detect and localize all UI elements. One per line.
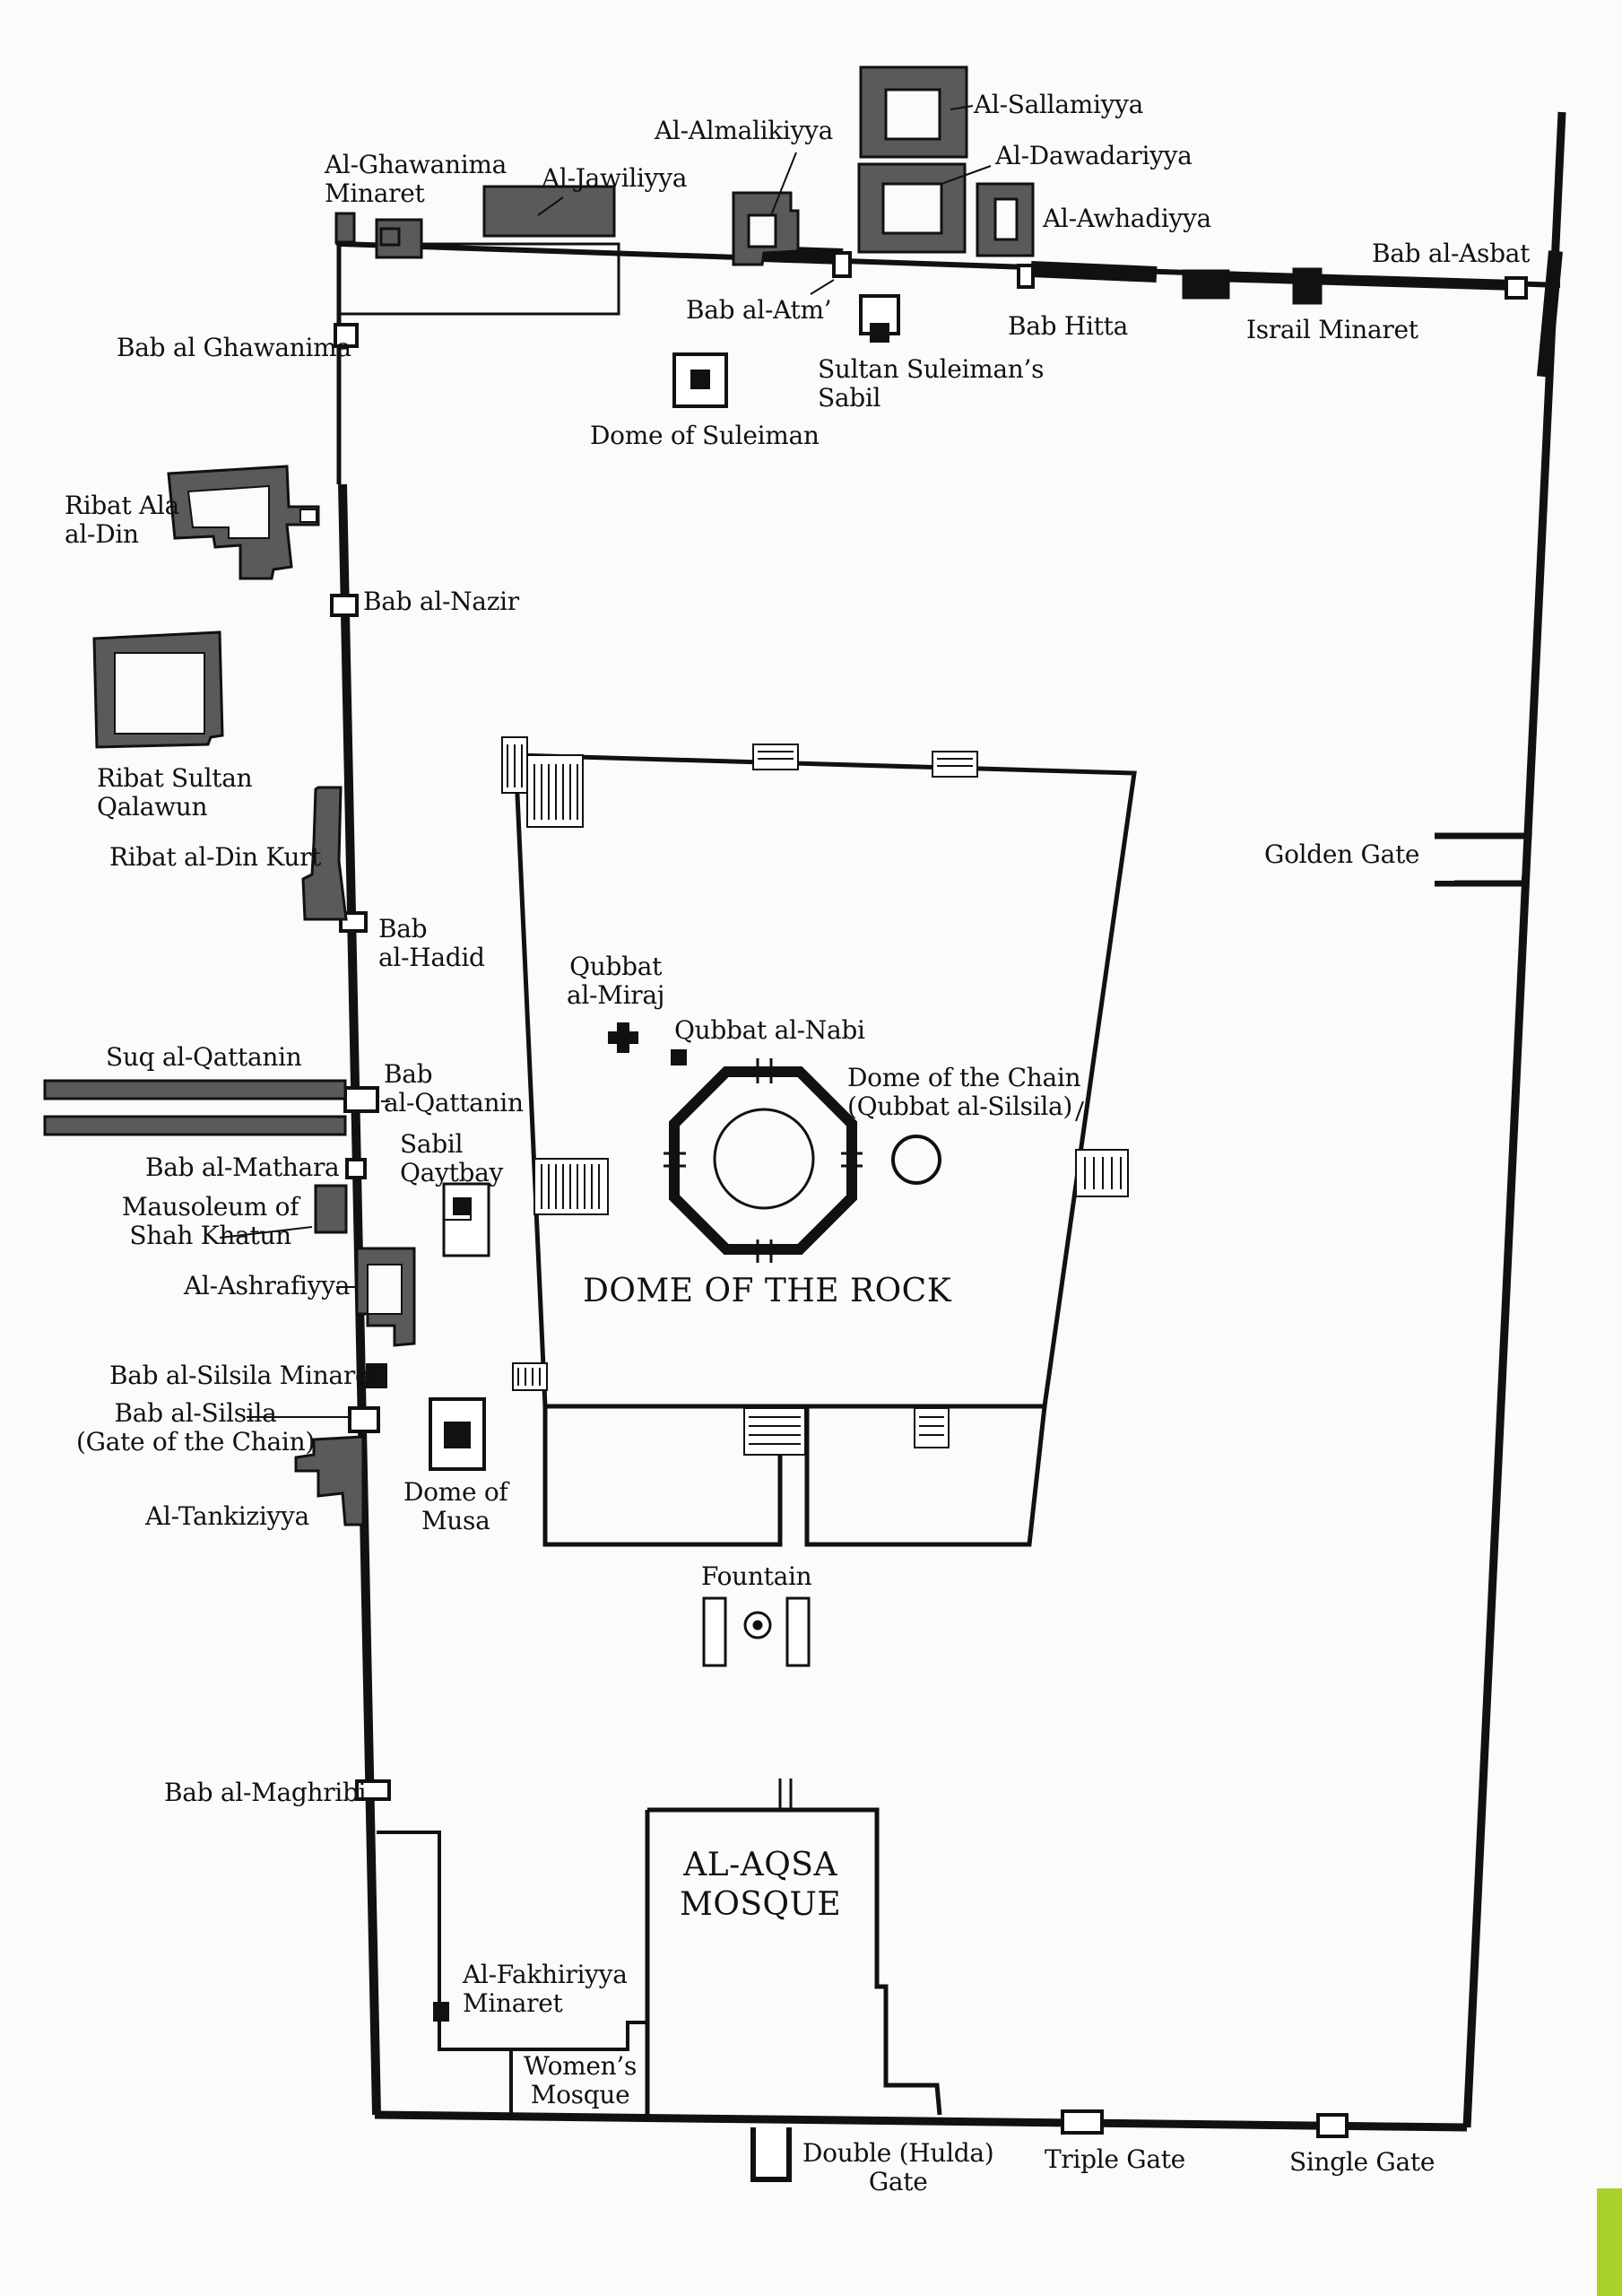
label-al-tankiziyya: Al-Tankiziyya bbox=[145, 1501, 309, 1531]
label-bab-al-mathara: Bab al-Mathara bbox=[145, 1152, 340, 1182]
east-wall-thick bbox=[1537, 250, 1563, 378]
label-dome-of-the-rock: DOME OF THE ROCK bbox=[583, 1273, 952, 1309]
building-ghawanima-minaret bbox=[334, 212, 356, 244]
label-bab-hitta: Bab Hitta bbox=[1008, 311, 1128, 341]
label-bab-al-maghribi: Bab al-Maghribi bbox=[164, 1778, 367, 1807]
bab-al-silsila-minaret-structure bbox=[366, 1363, 387, 1388]
sultan-suleimans-sabil-structure bbox=[859, 294, 900, 343]
leader-lines bbox=[219, 105, 1084, 1418]
fountain-structure bbox=[702, 1596, 811, 1667]
al-aqsa-mosque-structure bbox=[645, 1779, 942, 2116]
east-wall bbox=[1462, 111, 1566, 2128]
mausoleum-shah-khatun-structure bbox=[314, 1184, 348, 1234]
north-wall-thick bbox=[761, 246, 844, 265]
south-wall bbox=[374, 2110, 1468, 2132]
ribat-al-din-kurt-structure bbox=[301, 786, 348, 921]
double-hulda-gate bbox=[750, 2127, 792, 2182]
gate-triple bbox=[1061, 2109, 1104, 2135]
label-al-jawiliyya: Al-Jawiliyya bbox=[542, 163, 688, 193]
label-bab-al-ghawanima: Bab al Ghawanima bbox=[117, 333, 351, 362]
label-bab-al-silsila: Bab al-Silsila(Gate of the Chain) bbox=[76, 1398, 315, 1457]
gate-bab-al-maghribi bbox=[355, 1779, 391, 1801]
north-wall-thick-2 bbox=[1030, 261, 1158, 283]
al-fakhiriyya-minaret-structure bbox=[433, 2002, 449, 2022]
dome-of-musa-structure bbox=[429, 1397, 486, 1471]
label-single-gate: Single Gate bbox=[1289, 2147, 1436, 2177]
label-al-ashrafiyya: Al-Ashrafiyya bbox=[184, 1271, 351, 1300]
stair-hatching bbox=[507, 744, 1122, 1445]
nw-annex bbox=[337, 242, 620, 316]
label-qubbat-al-nabi: Qubbat al-Nabi bbox=[674, 1015, 865, 1045]
building-al-jawiliyya bbox=[482, 185, 616, 238]
label-bab-al-atm: Bab al-Atm’ bbox=[686, 295, 832, 325]
qubbat-al-nabi-structure bbox=[671, 1049, 687, 1065]
gate-bab-al-nazir bbox=[330, 594, 359, 617]
gate-single bbox=[1316, 2113, 1349, 2138]
sabil-qaytbay-structure bbox=[442, 1182, 490, 1257]
page-edge-green bbox=[1597, 2188, 1622, 2296]
qubbat-al-miraj-structure bbox=[608, 1022, 638, 1053]
womens-mosque-structure bbox=[377, 1831, 647, 2115]
gate-bab-al-atm bbox=[832, 251, 852, 278]
label-al-awhadiyya: Al-Awhadiyya bbox=[1043, 204, 1211, 233]
label-suq-al-qattanin: Suq al-Qattanin bbox=[106, 1042, 302, 1072]
label-bab-al-silsila-minaret: Bab al-Silsila Minaret bbox=[109, 1361, 380, 1390]
north-wall-thick-3 bbox=[1183, 270, 1516, 291]
label-dome-of-suleiman: Dome of Suleiman bbox=[590, 421, 820, 450]
gate-bab-al-ghawanima bbox=[334, 323, 359, 348]
gate-bab-hitta bbox=[1017, 264, 1035, 289]
gate-bab-al-mathara bbox=[345, 1158, 367, 1179]
gate-bab-al-qattanin bbox=[343, 1086, 379, 1113]
label-ribat-al-din-kurt: Ribat al-Din Kurt bbox=[109, 842, 322, 872]
suq-al-qattanin-structure bbox=[43, 1079, 347, 1136]
building-israil-minaret bbox=[1292, 267, 1323, 305]
al-tankiziyya-structure bbox=[294, 1435, 365, 1526]
label-golden-gate: Golden Gate bbox=[1264, 839, 1420, 869]
label-triple-gate: Triple Gate bbox=[1045, 2144, 1185, 2174]
label-double-hulda-gate: Double (Hulda)Gate bbox=[802, 2138, 994, 2196]
golden-gate-structure bbox=[1435, 832, 1532, 887]
label-fountain: Fountain bbox=[701, 1561, 812, 1591]
label-bab-al-asbat: Bab al-Asbat bbox=[1372, 239, 1531, 268]
dome-of-the-rock-structure bbox=[664, 1058, 863, 1263]
gate-bab-al-asbat bbox=[1505, 276, 1528, 300]
gate-bab-al-silsila bbox=[348, 1406, 380, 1433]
label-dome-of-the-chain: Dome of the Chain(Qubbat al-Silsila) bbox=[847, 1063, 1081, 1121]
label-israil-minaret: Israil Minaret bbox=[1246, 315, 1418, 344]
dome-of-the-chain-structure bbox=[891, 1135, 941, 1185]
label-al-dawadariyya: Al-Dawadariyya bbox=[995, 141, 1193, 170]
label-bab-al-nazir: Bab al-Nazir bbox=[363, 587, 519, 616]
label-al-almalikiyya: Al-Almalikiyya bbox=[655, 116, 834, 145]
dome-of-suleiman-structure bbox=[672, 352, 728, 408]
label-al-sallamiyya: Al-Sallamiyya bbox=[974, 90, 1144, 119]
building-north-extra bbox=[1182, 269, 1230, 300]
